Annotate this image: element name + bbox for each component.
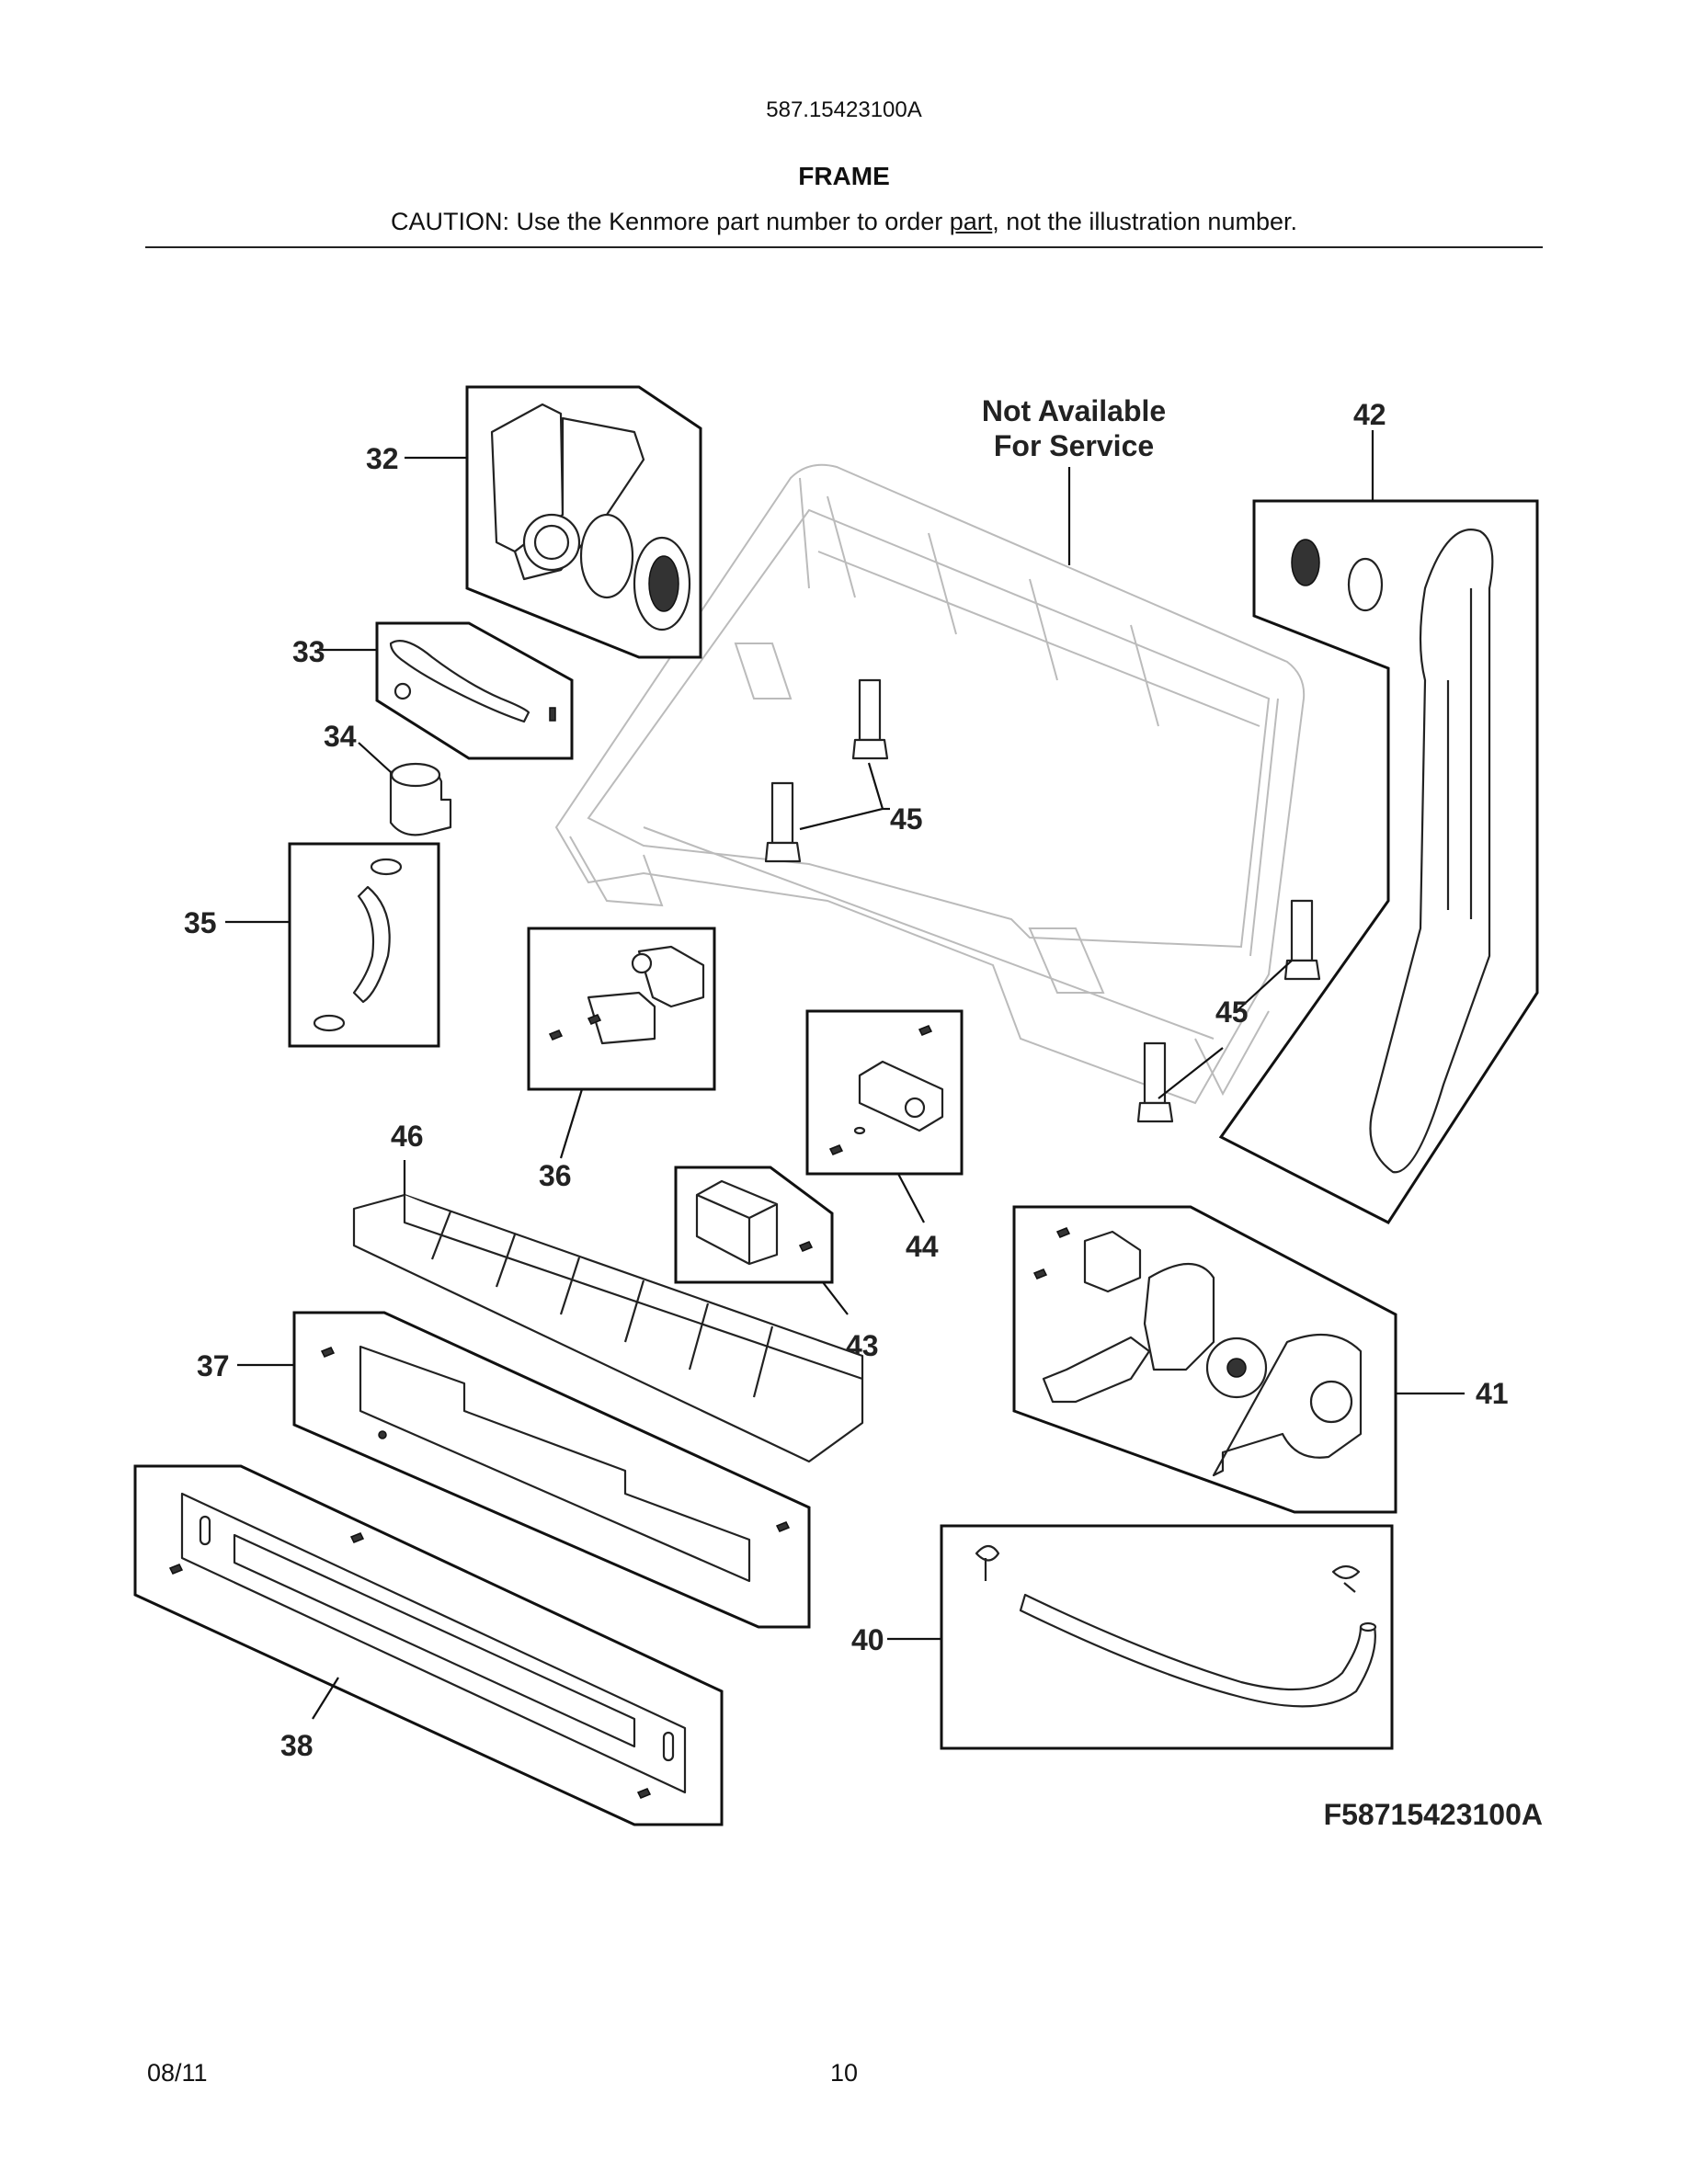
- caution-note: CAUTION: Use the Kenmore part number to …: [0, 208, 1688, 236]
- callout-40[interactable]: 40: [851, 1623, 884, 1656]
- callout-34[interactable]: 34: [324, 720, 357, 753]
- callout-44[interactable]: 44: [906, 1230, 939, 1263]
- leveling-leg-icon: [764, 678, 1321, 1123]
- callout-32[interactable]: 32: [366, 442, 399, 475]
- figure-id: F58715423100A: [1324, 1798, 1543, 1831]
- fan-motor-icon: [1083, 1230, 1142, 1293]
- toe-panel-icon: [359, 1345, 751, 1583]
- part-36-group: [527, 927, 716, 1159]
- part-40-group: [887, 1524, 1394, 1750]
- part-32-group: [405, 385, 702, 659]
- callout-46[interactable]: 46: [391, 1120, 424, 1153]
- callout-35[interactable]: 35: [184, 906, 217, 939]
- vent-duct-icon: [1369, 529, 1494, 1174]
- part-45-group: [764, 678, 1321, 1123]
- model-number: 587.15423100A: [766, 97, 922, 122]
- not-available-line2: For Service: [994, 429, 1154, 462]
- part-37-group: [237, 1311, 811, 1629]
- caution-suffix: , not the illustration number.: [992, 208, 1297, 235]
- part-41-group: [1012, 1205, 1465, 1514]
- screw-icon: [548, 1014, 602, 1041]
- callout-37[interactable]: 37: [197, 1349, 230, 1382]
- part-34-group: [358, 742, 452, 836]
- inlet-valve-icon: [637, 945, 705, 1008]
- caution-prefix: CAUTION: Use the Kenmore part number to …: [391, 208, 950, 235]
- hose-icon: [389, 640, 530, 723]
- page-number: 10: [829, 2059, 859, 2087]
- callout-45a[interactable]: 45: [890, 802, 923, 836]
- part-42-group: [1218, 430, 1539, 1224]
- part-35-group: [225, 842, 440, 1048]
- section-title: FRAME: [798, 162, 890, 190]
- hose-elbow-icon: [352, 885, 391, 1004]
- header-rule: [145, 246, 1543, 248]
- hose-clamp-icon: [370, 858, 403, 876]
- caution-part-link[interactable]: part: [949, 208, 993, 235]
- vent-grommet-icon: [1291, 539, 1320, 586]
- part-40-box[interactable]: [940, 1524, 1394, 1750]
- frame-base: [554, 463, 1306, 1105]
- callout-42[interactable]: 42: [1353, 398, 1386, 431]
- callout-36[interactable]: 36: [539, 1159, 572, 1192]
- part-46-group: [352, 1160, 864, 1463]
- part-38-group: [133, 1464, 724, 1826]
- part-33-group: [317, 621, 574, 760]
- callout-41[interactable]: 41: [1476, 1377, 1509, 1410]
- part-44-group: [805, 1009, 964, 1223]
- part-35-box[interactable]: [288, 842, 440, 1048]
- callout-38[interactable]: 38: [280, 1729, 314, 1762]
- o-ring-icon: [579, 513, 634, 599]
- callout-45b[interactable]: 45: [1215, 995, 1249, 1029]
- spring-clamp-icon: [975, 1544, 1000, 1581]
- part-43-group: [674, 1166, 849, 1315]
- not-available-line1: Not Available: [982, 394, 1166, 427]
- footer-date: 08/11: [147, 2059, 208, 2087]
- callout-33[interactable]: 33: [292, 635, 325, 668]
